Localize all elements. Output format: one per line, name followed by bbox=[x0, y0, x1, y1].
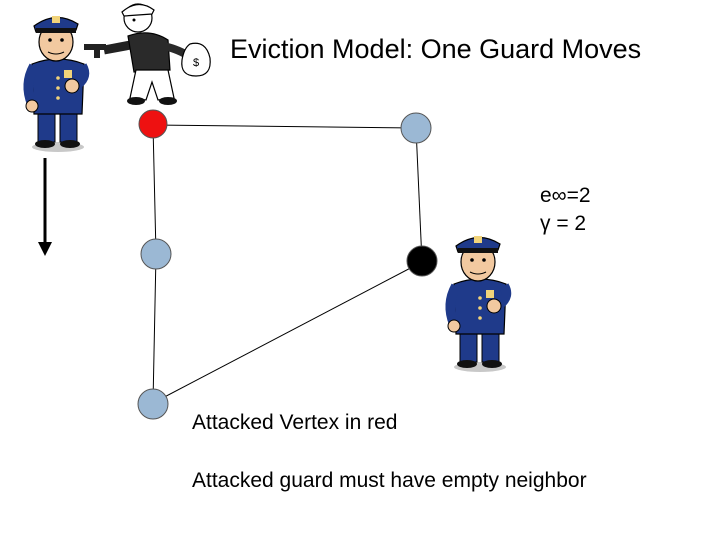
edge-diagonal bbox=[152, 261, 423, 404]
vertex-empty-top-right bbox=[400, 112, 432, 144]
svg-text:$: $ bbox=[193, 57, 199, 69]
edge-left-lower bbox=[152, 253, 157, 404]
police-guard-icon bbox=[23, 16, 90, 152]
money-bag-icon: $ bbox=[181, 42, 211, 77]
vertex-empty-middle-left bbox=[140, 238, 172, 270]
vertex-attacked bbox=[138, 109, 168, 139]
vertex-guard bbox=[406, 245, 438, 277]
note-attacked-vertex: Attacked Vertex in red bbox=[192, 411, 398, 434]
slide-title: Eviction Model: One Guard Moves bbox=[230, 34, 642, 64]
domination-number: γ = 2 bbox=[540, 212, 587, 235]
edge-left-upper bbox=[152, 124, 157, 255]
edge-top bbox=[152, 124, 417, 129]
down-arrow-icon bbox=[38, 158, 52, 256]
police-guard-icon bbox=[445, 236, 512, 372]
vertex-empty-bottom-left bbox=[137, 388, 169, 420]
note-attacked-guard: Attacked guard must have empty neighbor bbox=[192, 469, 587, 492]
eviction-number: e∞=2 bbox=[540, 184, 591, 207]
parameters: e∞=2 γ = 2 bbox=[540, 182, 591, 238]
robber-icon: $ bbox=[84, 3, 211, 105]
edge-right bbox=[415, 127, 423, 263]
